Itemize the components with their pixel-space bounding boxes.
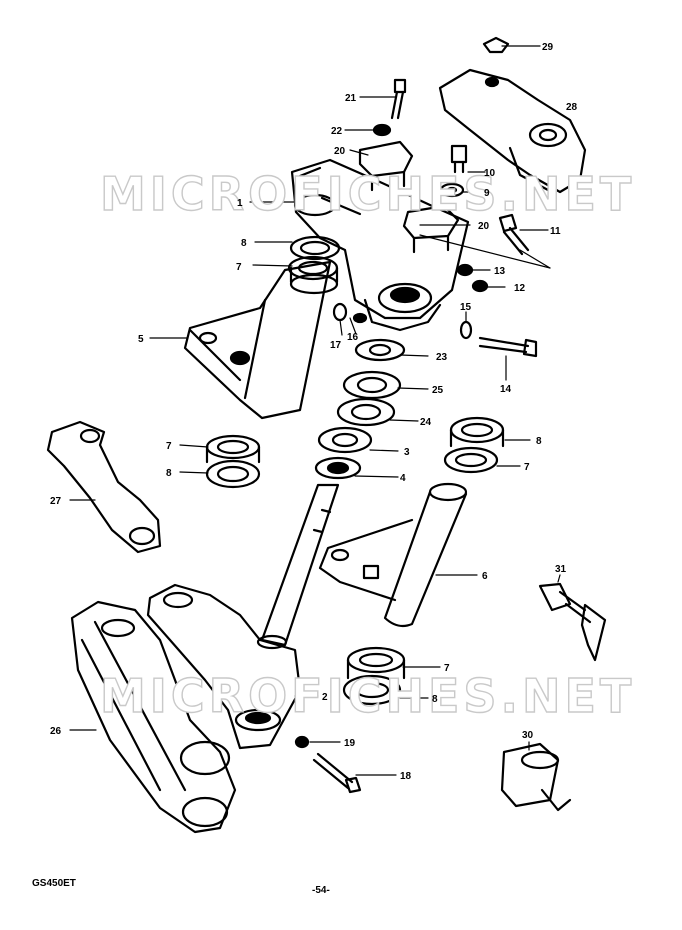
handlebar-clamp: [438, 68, 587, 194]
callout-19: 19: [344, 738, 356, 749]
callout-2: 2: [322, 692, 328, 703]
callout-10: 10: [484, 168, 496, 179]
callout-25: 25: [432, 385, 444, 396]
callout-8-mid: 8: [166, 468, 172, 479]
callout-15: 15: [460, 302, 472, 313]
bearing-stack: [314, 338, 406, 480]
callout-16: 16: [347, 332, 359, 343]
callout-9: 9: [484, 188, 490, 199]
callout-7-lower: 7: [444, 663, 450, 674]
callout-21: 21: [345, 93, 357, 104]
steering-lock-31: [538, 582, 607, 662]
callout-17: 17: [330, 340, 342, 351]
fork-holder-upper: [358, 140, 460, 254]
seal-upper-left: [287, 235, 341, 295]
callout-20-mid: 20: [478, 221, 490, 232]
callout-23: 23: [436, 352, 448, 363]
bolt-10: [450, 144, 468, 174]
callout-18: 18: [400, 771, 412, 782]
callout-8-lower: 8: [432, 694, 438, 705]
seal-right: [443, 416, 505, 474]
nut-12: [471, 279, 489, 293]
leader-lines: [69, 45, 561, 776]
callout-3: 3: [404, 447, 410, 458]
steering-stem: [256, 483, 340, 650]
callout-24: 24: [420, 417, 432, 428]
callout-11: 11: [550, 226, 561, 237]
washer-15: [459, 320, 473, 340]
callout-30: 30: [522, 730, 534, 741]
callout-31: 31: [555, 564, 567, 575]
callout-6: 6: [482, 571, 488, 582]
nut-19: [294, 735, 310, 749]
callout-labels: 29 21 28 22 20 10 9 1 20 11 8 7 13 12 15…: [50, 42, 578, 782]
callout-29: 29: [542, 42, 554, 53]
page-number: -54-: [312, 885, 330, 896]
callout-14: 14: [500, 384, 512, 395]
callout-7-mid: 7: [166, 441, 172, 452]
callout-20-top: 20: [334, 146, 346, 157]
callout-4: 4: [400, 473, 406, 484]
callout-22: 22: [331, 126, 343, 137]
seal-mid-left: [205, 434, 261, 489]
bolt-18: [312, 752, 362, 794]
callout-13: 13: [494, 266, 506, 277]
bolt-14: [478, 336, 538, 358]
callout-8-right: 8: [536, 436, 542, 447]
washer-9: [439, 182, 465, 198]
callout-26: 26: [50, 726, 62, 737]
callout-12: 12: [514, 283, 526, 294]
bolt-21: [390, 78, 407, 120]
cap-29: [482, 36, 510, 54]
seal-lower-mid: [342, 646, 406, 706]
callout-7-right: 7: [524, 462, 530, 473]
callout-1: 1: [237, 198, 243, 209]
nut-17: [332, 302, 348, 322]
bracket-27: [46, 420, 162, 554]
lower-cover: [70, 600, 237, 834]
watermark-upper: MICROFICHES.NET: [100, 167, 635, 221]
callout-28: 28: [566, 102, 578, 113]
ignition-switch-30: [500, 742, 572, 812]
callout-7-top: 7: [236, 262, 242, 273]
nut-16: [352, 312, 368, 324]
right-fork-tube: [318, 482, 468, 628]
lower-bracket: [146, 583, 302, 750]
callout-5: 5: [138, 334, 144, 345]
callout-27: 27: [50, 496, 62, 507]
left-fork-tube: [183, 260, 332, 420]
watermark-lower: MICROFICHES.NET: [100, 669, 635, 723]
model-code: GS450ET: [32, 878, 76, 889]
bolt-11: [498, 213, 530, 256]
callout-8-top: 8: [241, 238, 247, 249]
